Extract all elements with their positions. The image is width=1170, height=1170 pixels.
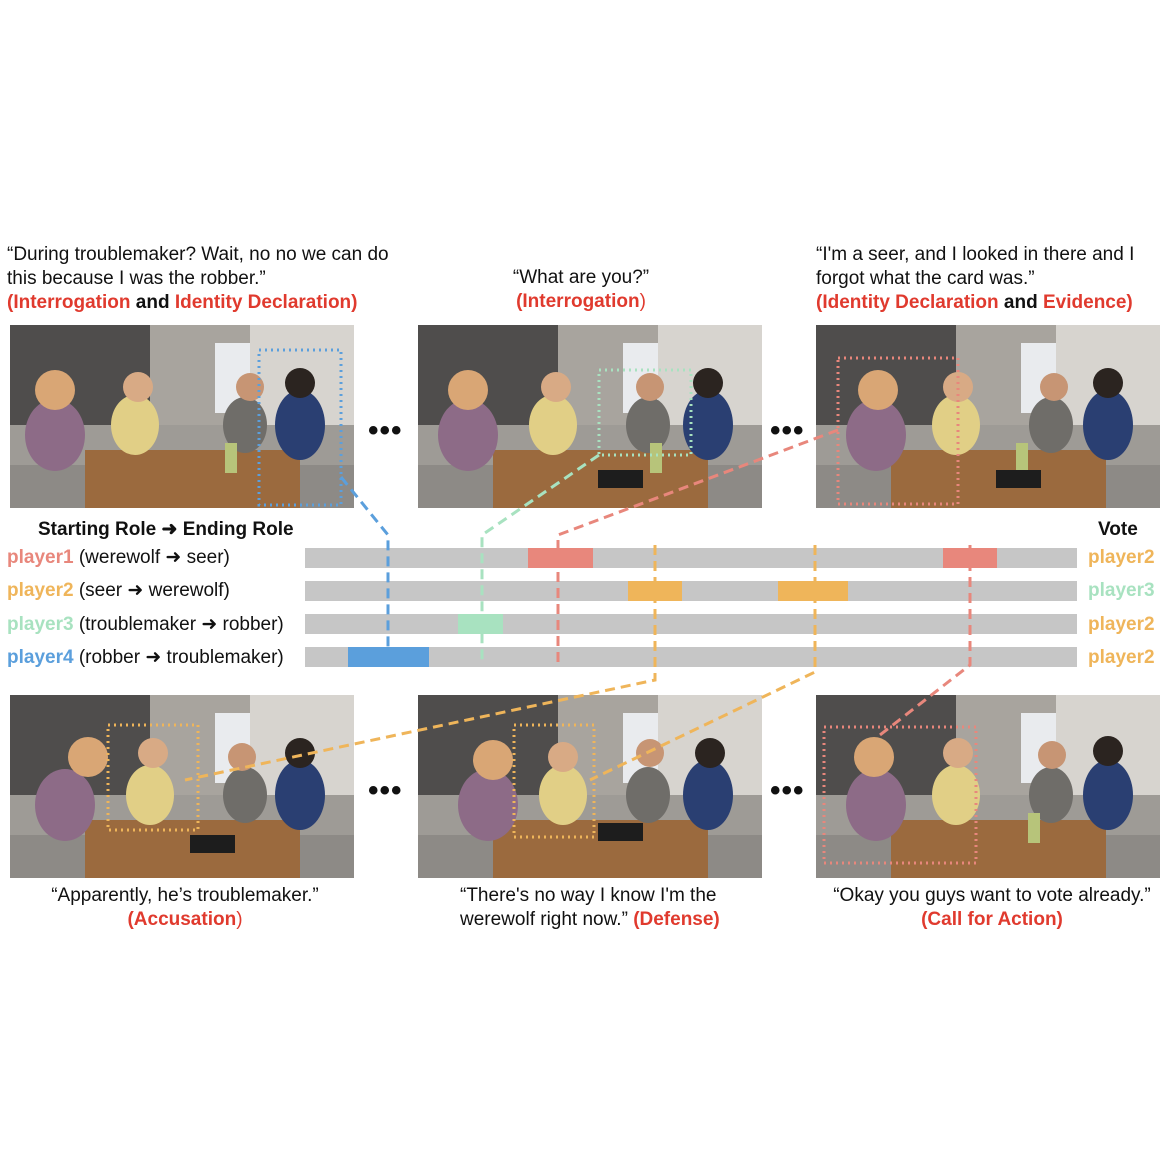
video-frame-bottom-3 bbox=[816, 695, 1160, 878]
video-frame-top-3 bbox=[816, 325, 1160, 508]
quote-top-3-joiner: and bbox=[998, 292, 1043, 313]
player4-name: player4 bbox=[7, 647, 74, 668]
quote-top-2: “What are you?” (Interrogation) bbox=[440, 266, 722, 314]
timeline-header-roles: Starting Role ➜ Ending Role bbox=[38, 519, 294, 540]
quote-bottom-2: “There's no way I know I'm the werewolf … bbox=[460, 884, 750, 932]
quote-bottom-1: “Apparently, he’s troublemaker.” (Accusa… bbox=[15, 884, 355, 932]
player1-name: player1 bbox=[7, 547, 74, 568]
player4-track bbox=[305, 647, 1077, 667]
player1-utterance-segment bbox=[943, 548, 997, 568]
video-frame-scene bbox=[418, 695, 762, 878]
video-frame-scene bbox=[816, 325, 1160, 508]
quote-top-3: “I'm a seer, and I looked in there and I… bbox=[816, 243, 1166, 315]
quote-top-3-tag-evidence: Evidence) bbox=[1043, 292, 1133, 313]
video-frame-scene bbox=[418, 325, 762, 508]
quote-top-2-tag-interrogation: (Interrogation bbox=[516, 291, 640, 312]
player3-label: player3 (troublemaker ➜ robber) bbox=[7, 614, 284, 636]
ellipsis-bottom-2: ••• bbox=[770, 774, 805, 807]
quote-top-1-joiner: and bbox=[130, 292, 175, 313]
player3-name: player3 bbox=[7, 614, 74, 635]
quote-bottom-3: “Okay you guys want to vote already.” (C… bbox=[812, 884, 1170, 932]
ellipsis-top-2: ••• bbox=[770, 414, 805, 447]
quote-bottom-1-tag-accusation: (Accusation bbox=[127, 909, 237, 930]
video-frame-scene bbox=[816, 695, 1160, 878]
player1-track bbox=[305, 548, 1077, 568]
quote-top-1-tag-identity: Identity Declaration) bbox=[174, 292, 358, 313]
player2-name: player2 bbox=[7, 580, 74, 601]
ellipsis-bottom-1: ••• bbox=[368, 774, 403, 807]
video-frame-bottom-2 bbox=[418, 695, 762, 878]
quote-top-2-text: “What are you?” bbox=[512, 267, 650, 288]
player2-track bbox=[305, 581, 1077, 601]
quote-bottom-1-close: ) bbox=[236, 909, 243, 930]
player4-label: player4 (robber ➜ troublemaker) bbox=[7, 647, 284, 669]
quote-bottom-2-text: “There's no way I know I'm the werewolf … bbox=[460, 885, 717, 930]
video-frame-bottom-1 bbox=[10, 695, 354, 878]
quote-bottom-3-text: “Okay you guys want to vote already.” bbox=[833, 885, 1151, 906]
video-frame-top-2 bbox=[418, 325, 762, 508]
player2-utterance-segment bbox=[628, 581, 682, 601]
quote-top-1-text: “During troublemaker? Wait, no no we can… bbox=[7, 244, 389, 289]
quote-bottom-2-tag-defense: (Defense) bbox=[633, 909, 720, 930]
player3-vote: player2 bbox=[1088, 614, 1155, 635]
player1-vote: player2 bbox=[1088, 547, 1155, 568]
quote-bottom-3-tag-call-for-action: (Call for Action) bbox=[921, 909, 1063, 930]
player2-utterance-segment bbox=[778, 581, 848, 601]
player3-utterance-segment bbox=[458, 614, 503, 634]
quote-top-2-close: ) bbox=[639, 291, 646, 312]
timeline-header-vote: Vote bbox=[1098, 519, 1138, 540]
quote-top-3-text: “I'm a seer, and I looked in there and I… bbox=[816, 244, 1135, 289]
player1-roles: (werewolf ➜ seer) bbox=[73, 547, 230, 568]
player3-track bbox=[305, 614, 1077, 634]
player2-roles: (seer ➜ werewolf) bbox=[73, 580, 230, 601]
quote-top-1: “During troublemaker? Wait, no no we can… bbox=[7, 243, 397, 315]
player4-utterance-segment bbox=[348, 647, 429, 667]
player4-vote: player2 bbox=[1088, 647, 1155, 668]
player2-vote: player3 bbox=[1088, 580, 1155, 601]
player1-utterance-segment bbox=[528, 548, 593, 568]
ellipsis-top-1: ••• bbox=[368, 414, 403, 447]
quote-top-3-tag-identity: (Identity Declaration bbox=[816, 292, 999, 313]
video-frame-scene bbox=[10, 695, 354, 878]
video-frame-scene bbox=[10, 325, 354, 508]
player1-label: player1 (werewolf ➜ seer) bbox=[7, 547, 230, 569]
quote-bottom-1-text: “Apparently, he’s troublemaker.” bbox=[51, 885, 319, 906]
player4-roles: (robber ➜ troublemaker) bbox=[73, 647, 284, 668]
quote-top-1-tag-interrogation: (Interrogation bbox=[7, 292, 131, 313]
player3-roles: (troublemaker ➜ robber) bbox=[73, 614, 284, 635]
video-frame-top-1 bbox=[10, 325, 354, 508]
player2-label: player2 (seer ➜ werewolf) bbox=[7, 580, 230, 602]
